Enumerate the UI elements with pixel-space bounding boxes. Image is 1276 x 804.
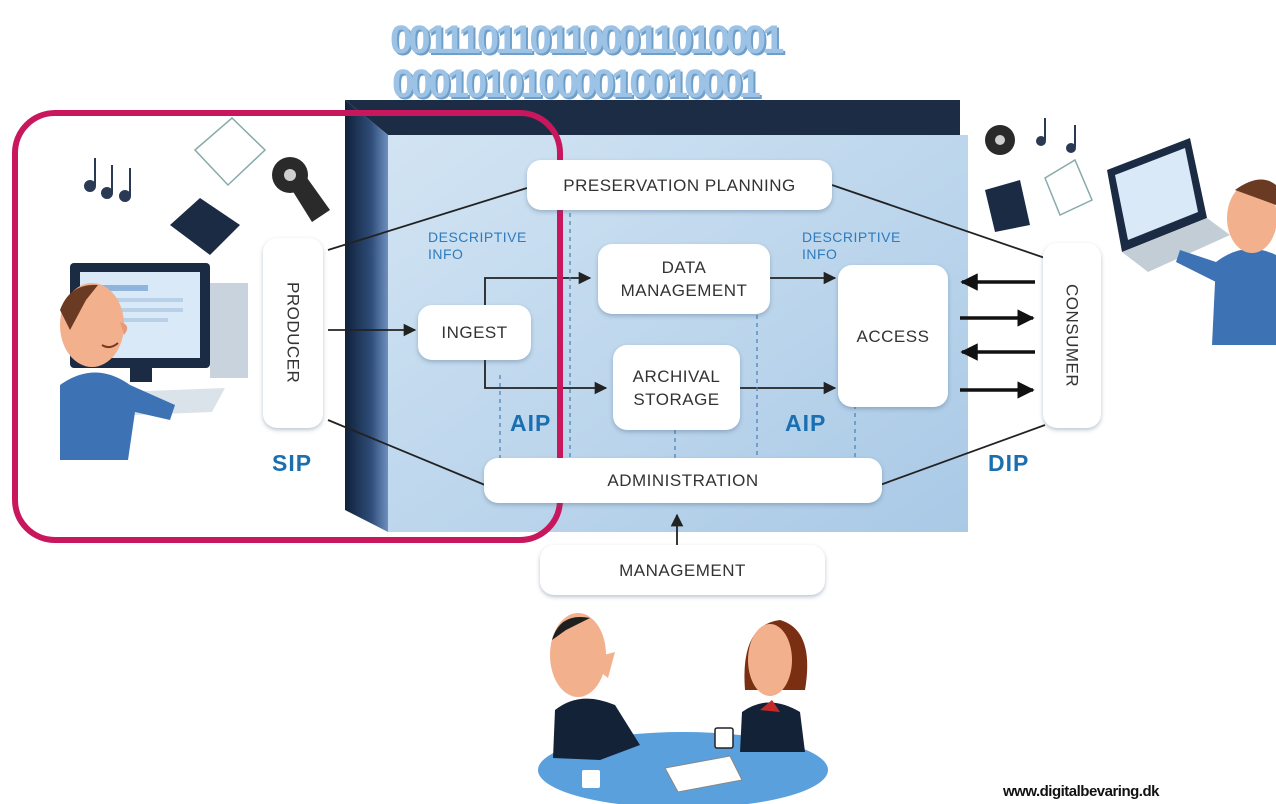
cube-side: [345, 100, 388, 532]
binary-stream-bottom: 00010101000010010001: [392, 62, 761, 106]
producer-label: PRODUCER: [283, 282, 303, 384]
document-icon: [170, 116, 1093, 255]
administration-label: ADMINISTRATION: [607, 471, 759, 490]
footer-url[interactable]: www.digitalbevaring.dk: [1003, 783, 1159, 800]
data-management-line-1: DATA: [661, 258, 707, 277]
descriptive-info-right-line-1: DESCRIPTIVE: [802, 229, 901, 245]
dip-label: DIP: [988, 450, 1030, 476]
aip-label-left: AIP: [510, 410, 552, 436]
management-label: MANAGEMENT: [619, 560, 746, 580]
music-notes-icon: [84, 118, 1076, 202]
data-management-line-2: MANAGEMENT: [620, 281, 748, 300]
descriptive-info-left: DESCRIPTIVE INFO: [428, 229, 527, 263]
aip-label-right: AIP: [785, 410, 827, 436]
ingest-box[interactable]: INGEST: [418, 305, 531, 360]
data-management-label: DATA MANAGEMENT: [621, 256, 748, 302]
access-label: ACCESS: [856, 326, 930, 346]
dashed-lines: [499, 205, 856, 460]
archival-storage-line-1: ARCHIVAL: [632, 366, 721, 386]
access-box[interactable]: ACCESS: [838, 265, 948, 407]
consumer-label: CONSUMER: [1062, 283, 1082, 388]
cube-top: [345, 100, 960, 135]
person-at-computer-icon: [60, 263, 248, 460]
descriptive-info-right: DESCRIPTIVE INFO: [802, 229, 901, 263]
preservation-planning-label: PRESERVATION PLANNING: [563, 175, 796, 195]
descriptive-info-left-line-2: INFO: [428, 246, 464, 262]
ingest-label: INGEST: [441, 323, 508, 342]
film-reel-icon: [272, 125, 1015, 222]
preservation-planning-box[interactable]: PRESERVATION PLANNING: [527, 160, 832, 210]
archival-storage-line-2: STORAGE: [633, 389, 720, 409]
administration-box[interactable]: ADMINISTRATION: [484, 458, 882, 503]
access-consumer-arrows: [960, 273, 1035, 399]
producer-box[interactable]: PRODUCER: [263, 238, 323, 428]
archival-storage-label: ARCHIVAL STORAGE: [633, 365, 721, 411]
flow-lines: [327, 184, 1046, 545]
descriptive-info-left-line-1: DESCRIPTIVE: [428, 229, 527, 245]
binary-stream-top: 0011101101100011010001: [390, 18, 784, 62]
person-with-laptop-icon: [1107, 138, 1276, 345]
descriptive-info-right-line-2: INFO: [802, 246, 838, 262]
data-management-box[interactable]: DATA MANAGEMENT: [598, 244, 770, 314]
archival-storage-box[interactable]: ARCHIVAL STORAGE: [613, 345, 740, 430]
highlight-frame: [12, 110, 563, 543]
consumer-box[interactable]: CONSUMER: [1043, 243, 1101, 428]
meeting-people-icon: [538, 613, 828, 804]
sip-label: SIP: [272, 450, 313, 476]
management-box[interactable]: MANAGEMENT: [540, 545, 825, 595]
